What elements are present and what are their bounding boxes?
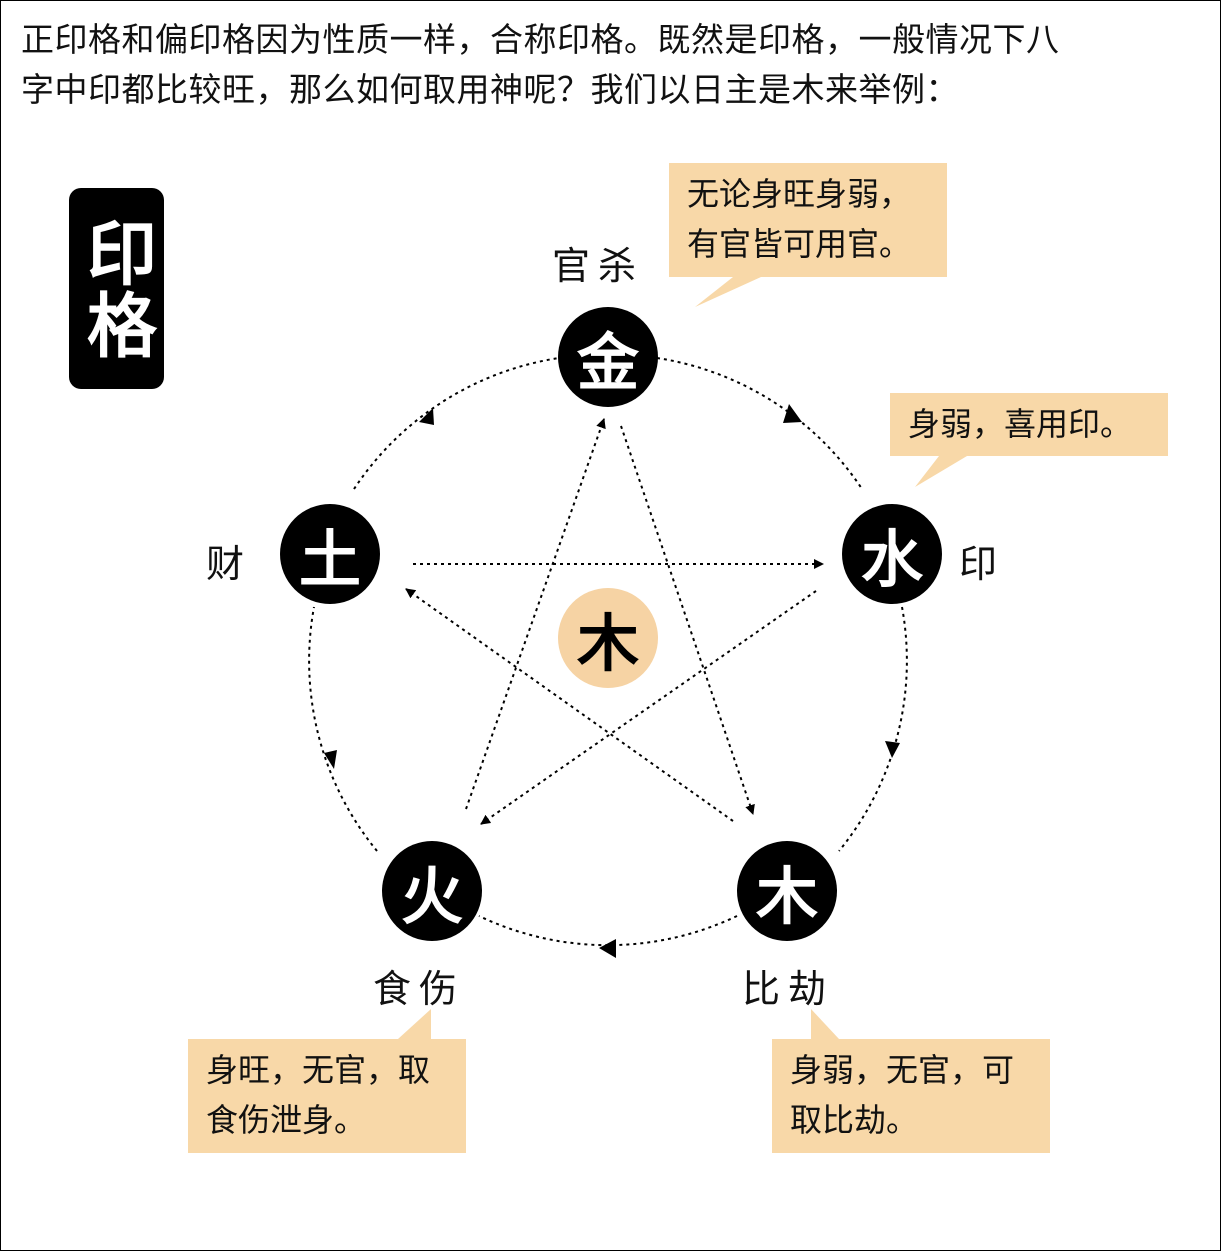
arrow-wood-to-fire [599,939,616,958]
node-center-day-master: 木 [558,588,658,688]
role-label-earth: 财 [206,542,253,586]
role-label-metal: 官杀 [552,244,645,288]
callout-metal-line-1: 无论身旺身弱， [687,175,912,213]
callout-water: 身弱，喜用印。 [890,393,1168,456]
arrow-fire-to-earth [324,750,337,769]
intro-text: 正印格和偏印格因为性质一样，合称印格。既然是印格，一般情况下八 字中印都比较旺，… [21,15,1206,115]
callout-fire-line-1: 身旺，无官，取 [206,1051,431,1089]
intro-line-1: 正印格和偏印格因为性质一样，合称印格。既然是印格，一般情况下八 [21,20,1060,59]
callout-metal: 无论身旺身弱， 有官皆可用官。 [669,163,947,277]
title-badge: 印格 [69,188,164,389]
callout-pointer-water [915,456,967,487]
arc-earth-to-metal [353,357,560,490]
node-metal: 金 [558,307,658,407]
arc-fire-to-earth [308,606,378,852]
callout-fire: 身旺，无官，取 食伤泄身。 [188,1039,466,1153]
star-metal-to-wood [620,425,755,815]
role-label-wood: 比劫 [742,967,835,1011]
callout-wood-line-1: 身弱，无官，可 [790,1051,1015,1089]
arc-wood-to-fire [478,915,738,947]
title-badge-text: 印格 [75,216,159,361]
callout-fire-line-2: 食伤泄身。 [206,1101,367,1139]
callout-pointer-fire [398,1009,431,1039]
node-earth: 土 [280,504,380,604]
intro-line-2: 字中印都比较旺，那么如何取用神呢？我们以日主是木来举例： [21,70,959,109]
star-fire-to-metal [465,418,606,810]
node-wood: 木 [737,841,837,941]
callout-wood: 身弱，无官，可 取比劫。 [772,1039,1050,1153]
callout-wood-line-2: 取比劫。 [790,1101,919,1139]
node-water: 水 [842,504,942,604]
callout-metal-line-2: 有官皆可用官。 [687,225,912,263]
arrow-metal-to-water [783,404,802,423]
role-label-fire: 食伤 [373,967,466,1011]
star-water-to-fire [480,590,817,825]
arc-water-to-wood [838,606,908,852]
callout-pointer-metal [695,277,761,307]
arc-metal-to-water [656,357,863,490]
node-fire: 火 [382,841,482,941]
callout-water-line-1: 身弱，喜用印。 [908,405,1133,443]
callout-pointer-wood [811,1009,839,1039]
role-label-water: 印 [959,542,1006,586]
arrow-earth-to-metal [419,408,434,425]
arrow-water-to-wood [885,741,900,758]
